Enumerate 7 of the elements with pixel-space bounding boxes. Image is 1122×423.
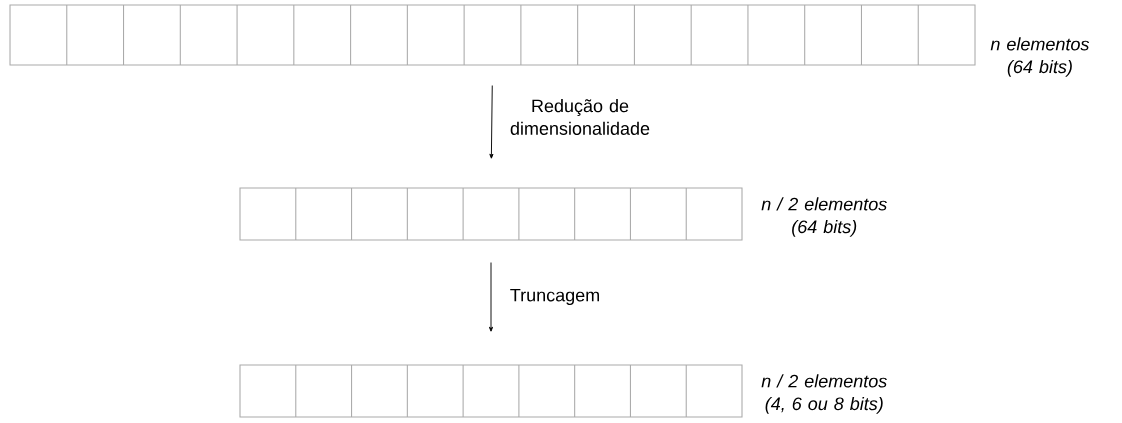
- arrow: [488, 262, 494, 332]
- edge-label: Truncagem: [510, 288, 599, 306]
- array-caption: n / 2 elementos (64 bits): [761, 197, 887, 237]
- array-caption: n / 2 elementos (4, 6 ou 8 bits): [761, 374, 887, 414]
- arrow: [489, 85, 494, 159]
- edge-label: Redução de dimensionalidade: [510, 99, 650, 135]
- array-caption: n elementos (64 bits): [990, 37, 1090, 77]
